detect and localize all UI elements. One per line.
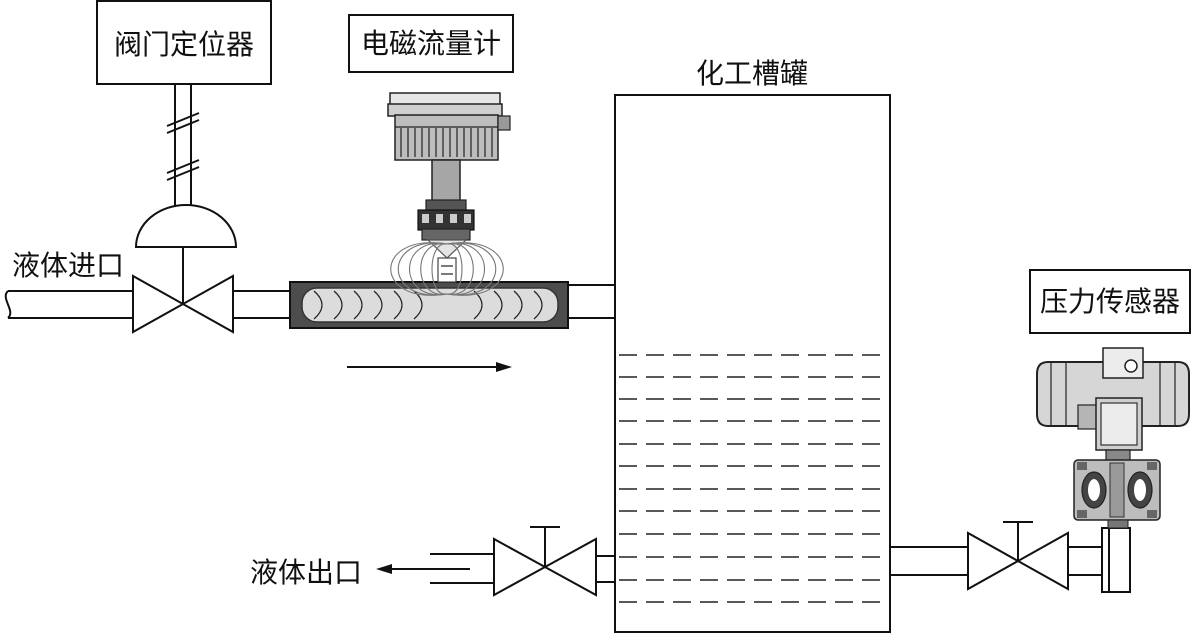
valve-actuator-dome — [134, 204, 238, 248]
flowmeter-liner — [301, 287, 559, 323]
flowmeter-cable-gland — [497, 115, 511, 131]
inlet-control-valve — [132, 274, 234, 334]
flowmeter: 电磁流量计 — [289, 14, 569, 329]
inlet-pipe — [4, 284, 615, 319]
transmitter-side-port — [1077, 404, 1099, 430]
pressure-sensor: 压力传感器 — [1029, 269, 1191, 529]
pressure-valve-handle — [1003, 521, 1033, 561]
pressure-sensor-label: 压力传感器 — [1040, 285, 1180, 318]
flowmeter-head-body — [394, 114, 499, 161]
signal-break-mark-upper — [166, 112, 200, 134]
chemical-tank — [614, 94, 891, 633]
outlet-label: 液体出口 — [250, 556, 362, 589]
tank-liquid-lines — [619, 354, 888, 603]
valve-positioner-label: 阀门定位器 — [114, 28, 254, 61]
valve-positioner-box — [96, 0, 272, 85]
flowmeter-label: 电磁流量计 — [361, 27, 501, 60]
flowmeter-coupling — [425, 199, 467, 212]
flowmeter-head-rim — [387, 103, 503, 117]
pressure-connector — [1101, 527, 1131, 593]
transmitter-screw — [1124, 359, 1138, 373]
transmitter-process-connection — [1107, 519, 1129, 529]
transmitter-flange-bolts — [1077, 462, 1157, 518]
magnetic-field-lines — [390, 242, 504, 296]
flow-direction-arrow — [347, 362, 512, 372]
inlet-label: 液体进口 — [12, 249, 124, 282]
outlet-pipe — [430, 553, 615, 584]
flowmeter-electrode — [437, 257, 457, 283]
outlet-valve-handle — [530, 526, 560, 567]
pressure-branch-pipe — [890, 546, 1102, 576]
valve-positioner: 阀门定位器 — [96, 0, 272, 304]
flowmeter-flange-bolts — [422, 214, 471, 223]
signal-break-mark-lower — [166, 159, 200, 181]
flowmeter-cooling-fins — [395, 126, 498, 157]
flowmeter-electrode-base — [421, 228, 471, 241]
pipe-break-end — [4, 290, 12, 319]
flowmeter-neck — [431, 159, 461, 205]
transmitter-housing — [1036, 361, 1190, 427]
flowmeter-box — [348, 14, 514, 73]
tank-label: 化工槽罐 — [696, 57, 808, 90]
outlet-direction-arrow — [376, 564, 470, 574]
pressure-sensor-box — [1029, 269, 1191, 334]
